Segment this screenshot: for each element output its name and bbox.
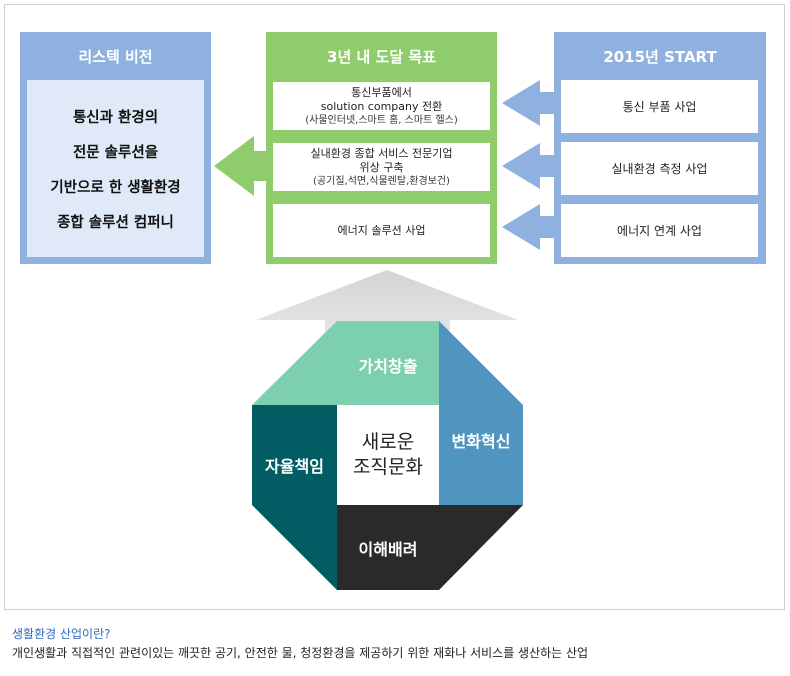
goal-item-indoor-service: 실내환경 종합 서비스 전문기업 위상 구축 (공기질,석면,식물렌탈,환경보건… bbox=[273, 143, 490, 191]
goal-box: 3년 내 도달 목표 통신부품에서 solution company 전환 (사… bbox=[266, 32, 497, 264]
vision-body: 통신과 환경의 전문 솔루션을 기반으로 한 생활환경 종합 솔루션 컴퍼니 bbox=[27, 80, 204, 257]
vision-title: 리스텍 비전 bbox=[78, 47, 153, 66]
vision-line: 전문 솔루션을 bbox=[72, 144, 159, 161]
start-item-indoor-measure: 실내환경 측정 사업 bbox=[561, 142, 758, 195]
goal-item-title: 위상 구축 bbox=[359, 160, 404, 174]
start-item-energy: 에너지 연계 사업 bbox=[561, 204, 758, 257]
footer-question: 생활환경 산업이란? bbox=[12, 627, 111, 641]
goal-item-energy: 에너지 솔루션 사업 bbox=[273, 204, 490, 257]
goal-title: 3년 내 도달 목표 bbox=[327, 47, 436, 66]
label-change-innovation: 변화혁신 bbox=[451, 432, 511, 451]
start-item-telecom: 통신 부품 사업 bbox=[561, 80, 758, 133]
goal-item-solution-company: 통신부품에서 solution company 전환 (사물인터넷,스마트 홈,… bbox=[273, 82, 490, 130]
vision-line: 기반으로 한 생활환경 bbox=[50, 179, 181, 196]
goal-item-title: 에너지 솔루션 사업 bbox=[337, 223, 426, 237]
start-title: 2015년 START bbox=[603, 47, 717, 66]
vision-line: 통신과 환경의 bbox=[72, 109, 159, 126]
center-label: 새로운 조직문화 bbox=[337, 405, 439, 505]
start-box: 2015년 START 통신 부품 사업 실내환경 측정 사업 에너지 연계 사… bbox=[554, 32, 766, 264]
center-label-line: 조직문화 bbox=[353, 456, 423, 478]
vision-line: 종합 솔루션 컴퍼니 bbox=[57, 214, 174, 231]
center-label-line: 새로운 bbox=[361, 431, 415, 453]
label-understanding-care: 이해배려 bbox=[358, 540, 418, 559]
goal-item-title: 통신부품에서 bbox=[351, 85, 412, 99]
goal-item-title: solution company 전환 bbox=[320, 99, 443, 113]
goal-item-sub: (공기질,석면,식물렌탈,환경보건) bbox=[313, 175, 450, 187]
goal-item-title: 실내환경 종합 서비스 전문기업 bbox=[310, 146, 453, 160]
label-autonomy-responsibility: 자율책임 bbox=[265, 457, 324, 476]
label-value-creation: 가치창출 bbox=[358, 357, 418, 376]
vision-box: 리스텍 비전 통신과 환경의 전문 솔루션을 기반으로 한 생활환경 종합 솔루… bbox=[20, 32, 211, 264]
footer-note: 생활환경 산업이란? 개인생활과 직접적인 관련이있는 깨끗한 공기, 안전한 … bbox=[12, 626, 782, 662]
footer-answer: 개인생활과 직접적인 관련이있는 깨끗한 공기, 안전한 물, 청정환경을 제공… bbox=[12, 646, 589, 660]
goal-item-sub: (사물인터넷,스마트 홈, 스마트 헬스) bbox=[305, 114, 458, 126]
